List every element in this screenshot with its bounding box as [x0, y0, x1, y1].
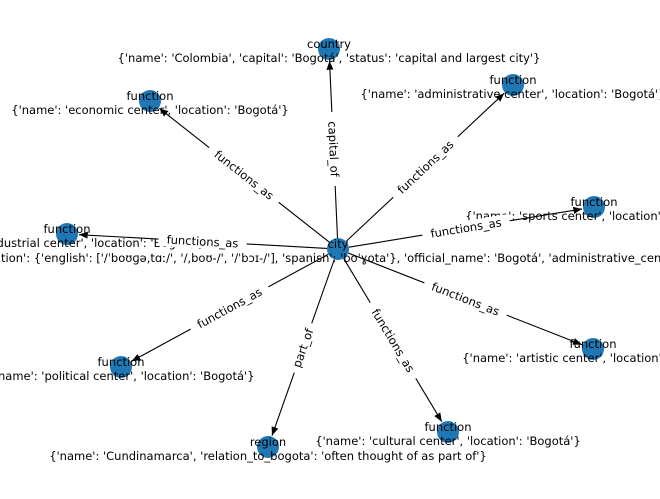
node-f_sports — [583, 196, 605, 218]
node-attributes-label: {'name': 'economic center', 'location': … — [11, 103, 289, 117]
node-attributes-label: {'pronunciation': {'english': ['/ˈboʊɡə,… — [0, 251, 660, 265]
edge-label-city-to-f_indus: functions_as — [157, 232, 248, 251]
edge-label-background — [287, 320, 319, 376]
node-f_pol — [110, 356, 132, 378]
edge-label-background — [157, 232, 248, 251]
node-f_admin — [502, 74, 524, 96]
node-type-label: city — [328, 237, 349, 251]
node-type-label: function — [570, 337, 617, 351]
edge-label-background — [421, 213, 511, 243]
node-attributes-label: {'name': 'sports center', 'location': 'B… — [465, 209, 660, 223]
edge-label-city-to-f_art: functions_as — [421, 276, 510, 322]
node-region — [257, 436, 279, 458]
node-f_econ — [139, 90, 161, 112]
node-type-label: function — [44, 222, 91, 236]
edge-label-city-to-country: capital_of — [324, 111, 343, 187]
edge-label-background — [324, 111, 343, 187]
node-type-label: country — [307, 37, 351, 51]
edge-label-text: functions_as — [195, 285, 265, 332]
edge-label-text: functions_as — [395, 137, 457, 196]
edge-label-city-to-region: part_of — [287, 320, 319, 376]
node-type-label: function — [127, 89, 174, 103]
edge-label-city-to-f_pol: functions_as — [187, 280, 272, 336]
node-type-label: function — [98, 355, 145, 369]
node-attributes-label: {'name': 'Cundinamarca', 'relation_to_bo… — [49, 449, 487, 463]
node-country — [318, 38, 340, 60]
edge-label-text: functions_as — [166, 233, 238, 251]
node-attributes-label: {'name': 'administrative center', 'locat… — [360, 87, 660, 101]
nodes-layer — [56, 38, 605, 458]
node-f_indus — [56, 223, 78, 245]
node-attributes-label: {'name': 'industrial center', 'location'… — [0, 236, 205, 250]
edge-label-text: part_of — [290, 326, 317, 370]
node-attributes-label: {'name': 'political center', 'location':… — [0, 369, 255, 383]
edge-label-text: functions_as — [430, 279, 502, 318]
edge-label-city-to-f_econ: functions_as — [204, 142, 284, 208]
edge-label-background — [421, 276, 510, 322]
edge-label-text: functions_as — [369, 306, 418, 375]
edge-label-city-to-f_admin: functions_as — [388, 131, 463, 203]
node-type-label: function — [490, 73, 537, 87]
node-attributes-label: {'name': 'artistic center', 'location': … — [462, 351, 660, 365]
node-attributes-label: {'name': 'Colombia', 'capital': 'Bogotá'… — [118, 51, 541, 65]
edge-label-background — [187, 280, 272, 336]
edge-label-background — [364, 299, 422, 382]
node-f_art — [582, 338, 604, 360]
node-f_cult — [437, 421, 459, 443]
edge-label-background — [204, 142, 284, 208]
node-type-label: region — [250, 435, 286, 449]
node-type-label: function — [571, 195, 618, 209]
node-type-label: function — [425, 420, 472, 434]
edge-label-text: capital_of — [325, 121, 342, 178]
node-attributes-label: {'name': 'cultural center', 'location': … — [315, 434, 581, 448]
edge-label-city-to-f_cult: functions_as — [364, 299, 422, 382]
node-labels-layer: city{'pronunciation': {'english': ['/ˈbo… — [0, 37, 660, 463]
edge-label-background — [388, 131, 463, 203]
node-city — [327, 238, 349, 260]
edge-label-text: functions_as — [211, 147, 276, 202]
